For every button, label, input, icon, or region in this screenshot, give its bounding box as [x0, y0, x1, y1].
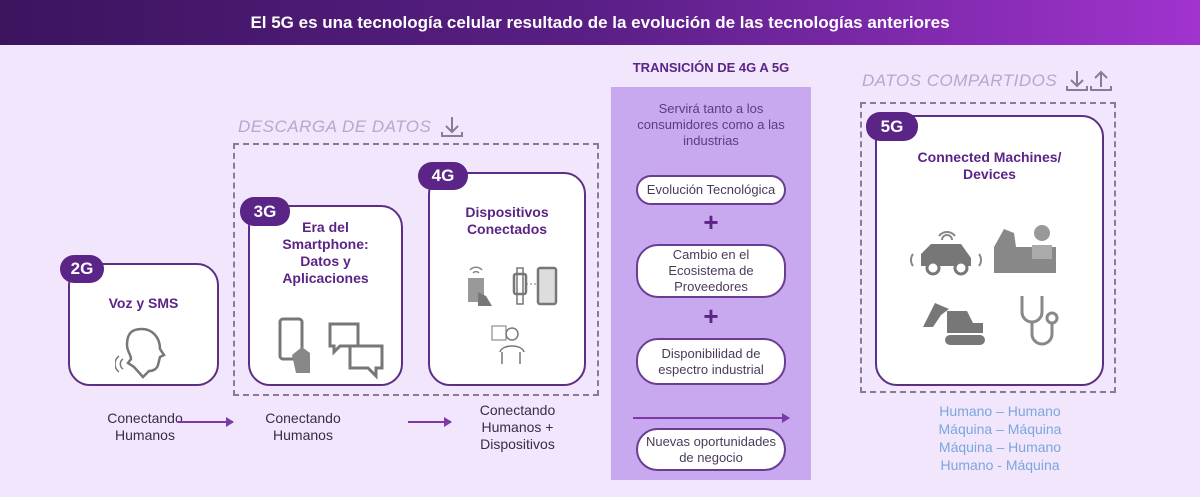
header-banner: El 5G es una tecnología celular resultad…	[0, 0, 1200, 45]
card-title: Voz y SMS	[108, 295, 179, 311]
caption-4g: Conectando Humanos + Dispositivos	[479, 402, 556, 452]
shared-label-text: DATOS COMPARTIDOS	[862, 71, 1058, 90]
arrow-2g-3g	[178, 417, 234, 427]
transition-intro: Servirá tanto a los consumidores como a …	[637, 101, 785, 148]
badge-3g: 3G	[240, 197, 290, 226]
badge-2g: 2G	[60, 255, 104, 283]
card-title: Era del Smartphone: Datos y Aplicaciones	[282, 219, 369, 286]
card-3g: Era del Smartphone: Datos y Aplicaciones	[248, 205, 403, 386]
smartwatch-phone-icon	[512, 266, 558, 306]
wireless-device-icon	[468, 266, 492, 306]
download-label-text: DESCARGA DE DATOS	[238, 117, 432, 136]
card-4g: Dispositivos Conectados	[428, 172, 586, 386]
pill-ecosystem-change: Cambio en el Ecosistema de Proveedores	[636, 244, 786, 298]
page-title: El 5G es una tecnología celular resultad…	[250, 12, 950, 32]
connection-item: Máquina – Máquina	[938, 421, 1062, 437]
connection-item: Humano – Humano	[939, 403, 1061, 419]
badge-5g: 5G	[866, 112, 918, 141]
download-section-label: DESCARGA DE DATOS	[238, 115, 465, 139]
arrow-3g-4g	[408, 417, 452, 427]
shared-section-label: DATOS COMPARTIDOS	[862, 69, 1113, 93]
caption-2g: Conectando Humanos	[107, 410, 183, 443]
download-dashed-group	[233, 143, 599, 396]
pill-tech-evolution: Evolución Tecnológica	[636, 175, 786, 205]
transition-title: TRANSICIÓN DE 4G A 5G	[632, 60, 790, 75]
plus-sign: +	[703, 301, 719, 331]
connections-list: Humano – Humano Máquina – Máquina Máquin…	[900, 402, 1100, 474]
transition-panel: Servirá tanto a los consumidores como a …	[611, 87, 811, 480]
card-title: Connected Machines/ Devices	[917, 149, 1062, 182]
connected-person-icon	[491, 325, 525, 364]
excavator-icon	[921, 303, 985, 345]
pill-spectrum: Disponibilidad de espectro industrial	[636, 338, 786, 385]
speaking-head-icon	[115, 327, 166, 379]
connection-item: Humano - Máquina	[940, 457, 1060, 473]
download-icon	[1066, 71, 1089, 91]
pill-business-opportunities: Nuevas oportunidades de negocio	[636, 428, 786, 471]
smartphone-hand-icon	[278, 317, 310, 373]
autonomous-car-icon	[910, 231, 982, 276]
card-2g: Voz y SMS	[68, 263, 219, 386]
caption-3g: Conectando Humanos	[265, 410, 341, 443]
shared-dashed-group	[860, 102, 1116, 393]
upload-icon	[1090, 70, 1113, 91]
card-title: Dispositivos Conectados	[465, 204, 549, 237]
badge-4g: 4G	[418, 162, 468, 190]
plus-sign: +	[703, 207, 719, 237]
industrial-robot-worker-icon	[994, 225, 1056, 273]
card-5g: Connected Machines/ Devices	[875, 115, 1104, 386]
connection-item: Máquina – Humano	[938, 439, 1062, 455]
stethoscope-icon	[1020, 296, 1059, 346]
transition-arrow	[633, 413, 790, 423]
download-icon	[441, 117, 464, 137]
chat-bubbles-icon	[328, 322, 384, 380]
